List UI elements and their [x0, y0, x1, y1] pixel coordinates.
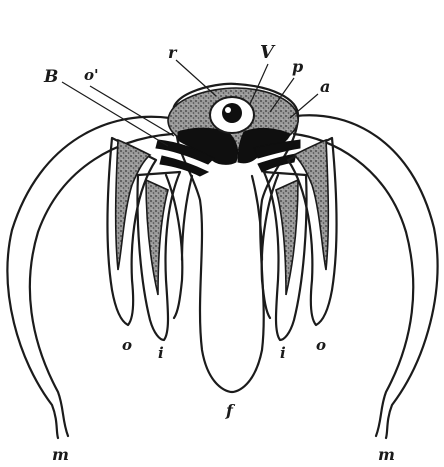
- label-a: a: [320, 77, 330, 96]
- label-B: B: [43, 67, 58, 87]
- left-inner-process-fill: [146, 180, 168, 295]
- label-m-left: m: [52, 445, 69, 464]
- left-central-limb: [166, 175, 192, 318]
- label-V: V: [260, 42, 276, 63]
- label-i-right: i: [280, 344, 286, 362]
- label-o-prime: o': [84, 66, 99, 84]
- eye-inner: [222, 103, 242, 123]
- label-o-left: o: [122, 336, 132, 354]
- eye-highlight: [225, 107, 231, 113]
- leader-B: [62, 82, 168, 146]
- label-r: r: [168, 43, 178, 62]
- right-inner-process-fill: [276, 180, 298, 295]
- label-o-right: o: [316, 336, 326, 354]
- right-central-limb: [252, 175, 278, 318]
- label-p: p: [292, 57, 303, 76]
- label-f: f: [225, 401, 236, 420]
- left-outer-arm-outline: [7, 117, 172, 438]
- label-m-right: m: [378, 445, 395, 464]
- label-i-left: i: [158, 344, 164, 362]
- leader-o-prime: [90, 86, 174, 136]
